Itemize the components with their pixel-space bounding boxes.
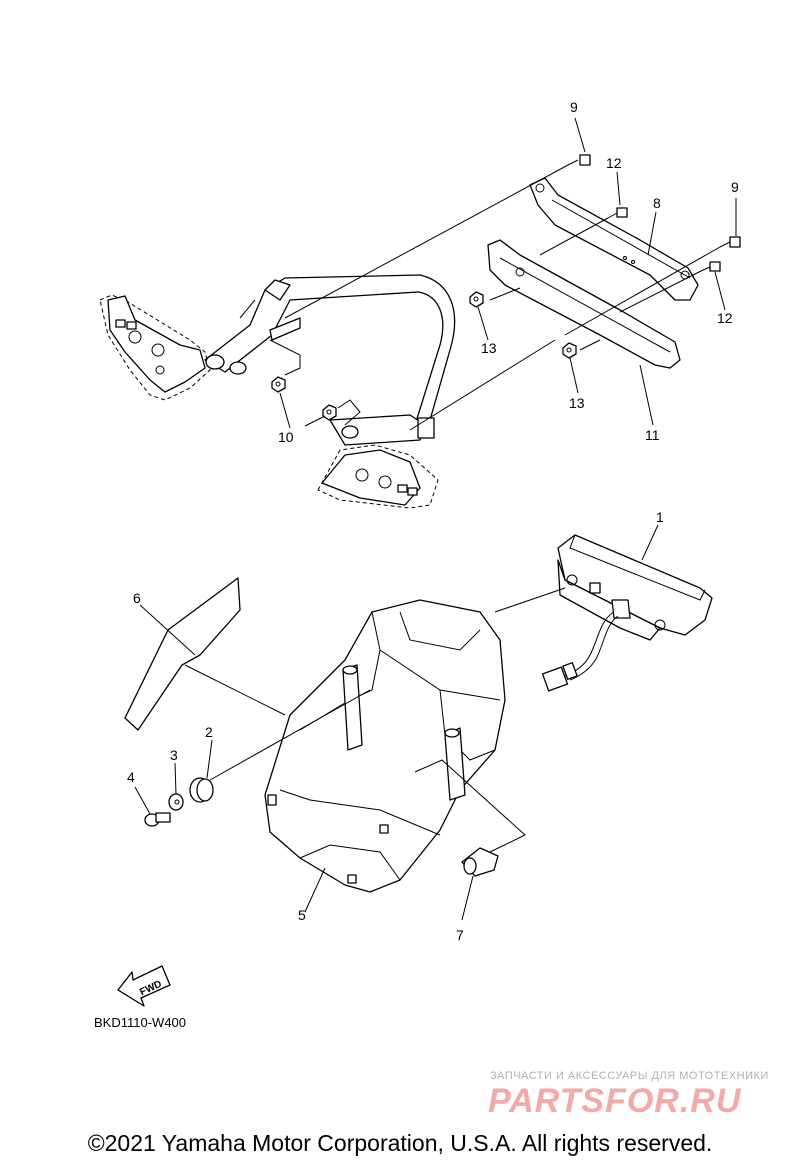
bolt-9-b-icon [719,236,741,248]
callout-9-a: 9 [570,99,578,115]
part-2-grommet [189,777,214,803]
nut-13-a-icon [469,291,484,308]
nut-10-b-icon [322,404,337,421]
callout-1: 1 [656,509,664,525]
bolt-12-a-icon [607,207,628,219]
frame-assembly [99,274,456,509]
part-1-tail-light [541,534,713,692]
bolt-9-a-icon [567,154,591,166]
nut-13-b-icon [562,342,577,359]
callout-10: 10 [278,429,294,445]
callout-12-b: 12 [717,310,733,326]
callout-labels: 9 12 8 9 12 13 13 11 10 1 6 2 3 4 5 7 [127,99,739,943]
callout-7: 7 [456,927,464,943]
callout-8: 8 [653,195,661,211]
part-3-collar [168,793,184,811]
bolt-12-b-icon [700,261,721,272]
part-11-bracket [487,239,681,369]
diagram-code: BKD1110-W400 [94,1015,187,1030]
callout-6: 6 [133,590,141,606]
callout-13-a: 13 [481,340,497,356]
nut-10-a-icon [271,376,286,393]
watermark-logo: PARTSFOR.RU [488,1082,742,1120]
watermark-tagline: ЗАПЧАСТИ И АКСЕССУАРЫ ДЛЯ МОТОТЕХНИКИ [490,1070,769,1082]
fwd-arrow-icon: FWD [117,965,171,1007]
assembly-lines [269,164,721,431]
part-7-clip [461,847,499,877]
callout-13-b: 13 [569,395,585,411]
part-5-fender [264,599,506,893]
callout-4: 4 [127,769,135,785]
callout-12-a: 12 [606,155,622,171]
callout-3: 3 [170,747,178,763]
callout-2: 2 [205,724,213,740]
callout-5: 5 [298,907,306,923]
bolts-and-nuts [271,154,741,421]
callout-11: 11 [645,427,660,443]
leaders-lower [134,117,737,921]
callout-9-b: 9 [731,179,739,195]
copyright-notice: ©2021 Yamaha Motor Corporation, U.S.A. A… [87,1130,713,1156]
part-8-bracket [529,177,699,301]
part-6-plate [124,577,241,731]
part-4-screw [144,812,171,827]
